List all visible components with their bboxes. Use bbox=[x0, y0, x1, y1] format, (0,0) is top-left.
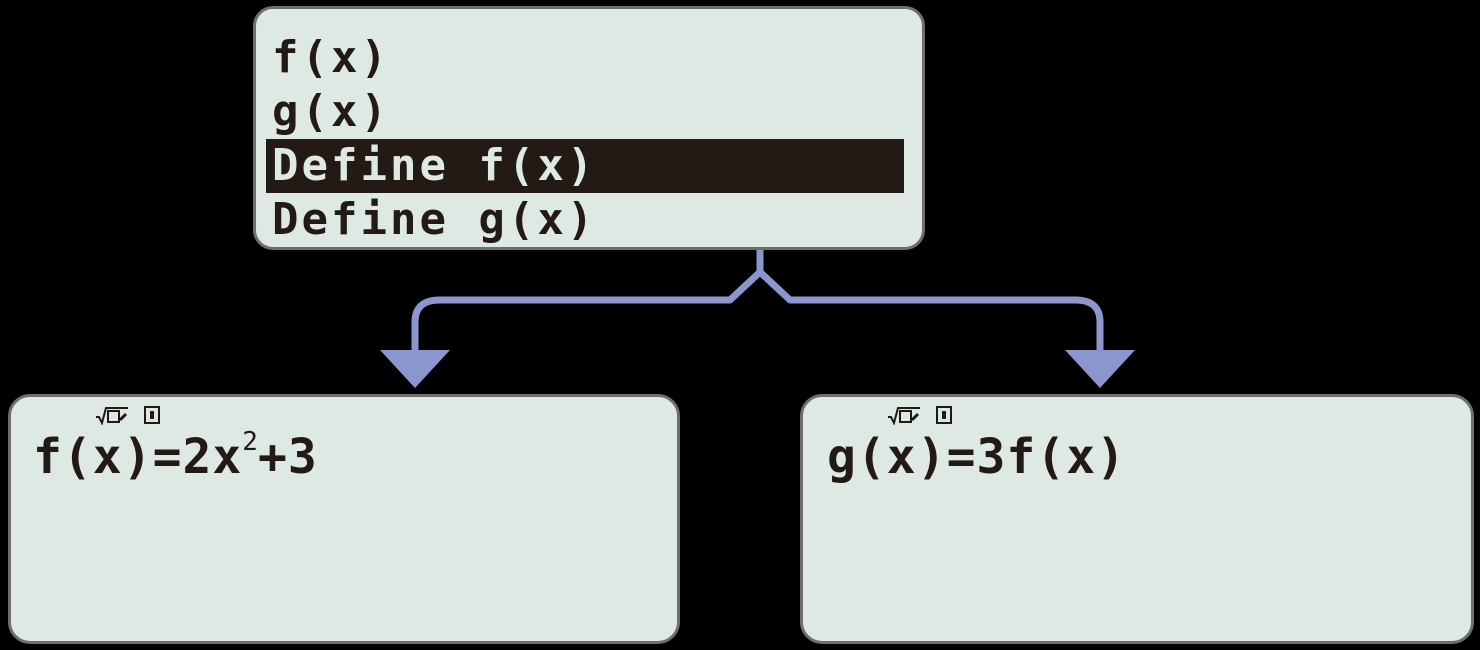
arrowhead-left-icon bbox=[380, 350, 450, 388]
connector-branch-right bbox=[757, 269, 1104, 352]
menu-item-define-gx[interactable]: Define g(x) bbox=[256, 193, 922, 247]
display-format-icon bbox=[936, 405, 952, 425]
menu-item-gx-label: g(x) bbox=[272, 86, 390, 137]
sqrt-template-icon bbox=[887, 405, 925, 426]
display-format-icon bbox=[144, 405, 160, 425]
sqrt-template-icon bbox=[95, 405, 133, 426]
menu-item-define-fx-label: Define f(x) bbox=[272, 140, 597, 191]
menu-item-gx[interactable]: g(x) bbox=[256, 85, 922, 139]
result-screen-gx: g(x)=3f(x) bbox=[800, 394, 1474, 644]
formula-gx: g(x)=3f(x) bbox=[827, 429, 1126, 485]
connector-branch-left bbox=[411, 269, 763, 352]
status-bar-right bbox=[887, 403, 952, 427]
menu-item-define-fx[interactable]: Define f(x) bbox=[266, 139, 904, 193]
menu-item-define-gx-label: Define g(x) bbox=[272, 194, 597, 245]
formula-fx: f(x)=2x2+3 bbox=[33, 427, 318, 485]
menu-list: f(x) g(x) Define f(x) Define g(x) bbox=[256, 31, 922, 247]
result-screen-fx: f(x)=2x2+3 bbox=[8, 394, 680, 644]
formula-fx-exponent: 2 bbox=[242, 427, 258, 457]
status-bar-left bbox=[95, 403, 160, 427]
formula-fx-prefix: f(x)=2x bbox=[33, 429, 243, 485]
calculator-menu-screen: f(x) g(x) Define f(x) Define g(x) bbox=[253, 6, 925, 250]
arrowhead-right-icon bbox=[1065, 350, 1135, 388]
menu-item-fx[interactable]: f(x) bbox=[256, 31, 922, 85]
menu-item-fx-label: f(x) bbox=[272, 32, 390, 83]
formula-fx-suffix: +3 bbox=[257, 429, 318, 485]
